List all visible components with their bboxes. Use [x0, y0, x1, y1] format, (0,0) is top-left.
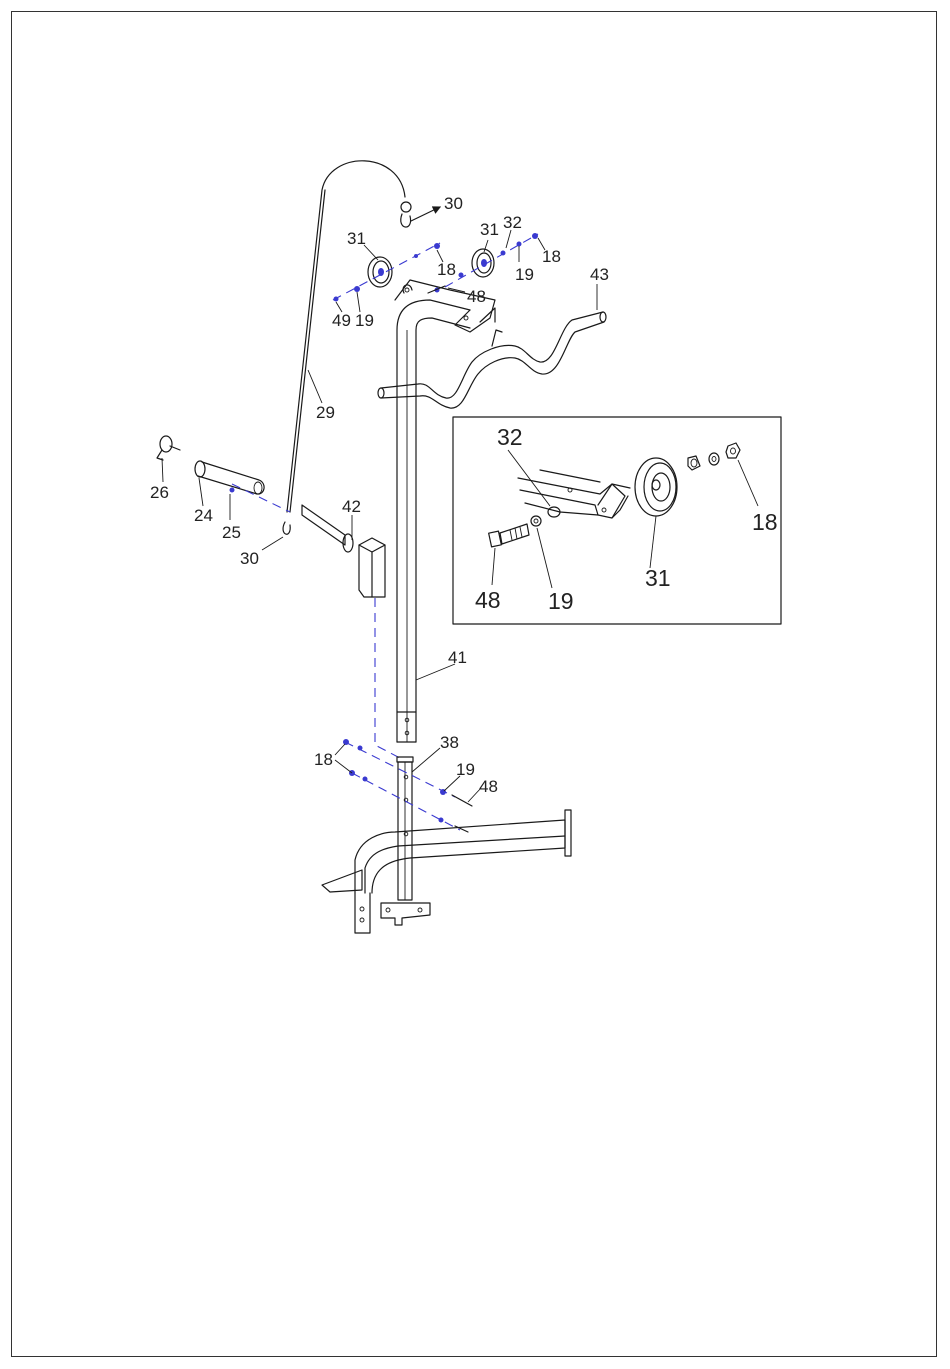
spring-pin-part-26 [157, 436, 180, 460]
detail-bolt-48 [489, 524, 529, 547]
detail-label-18: 18 [752, 509, 778, 535]
snap-hook-top-part-30 [401, 202, 440, 227]
shaft-bracket-part-42 [302, 505, 385, 597]
label-30-low: 30 [240, 549, 259, 568]
label-19-b: 19 [515, 265, 534, 284]
detail-pulley-31 [635, 458, 677, 516]
detail-bushing [688, 456, 700, 470]
part-labels: 30 31 31 32 18 18 19 48 49 19 43 29 26 2… [150, 194, 609, 796]
foam-roller-part-24 [195, 461, 264, 494]
label-19-low: 19 [456, 760, 475, 779]
label-38: 38 [440, 733, 459, 752]
detail-washer-19 [531, 516, 541, 526]
label-43: 43 [590, 265, 609, 284]
pulley-left-part-31 [368, 257, 392, 287]
base-frame-part-38 [322, 757, 571, 933]
label-31-right: 31 [480, 220, 499, 239]
cable-part-29 [287, 161, 405, 512]
snap-hook-low-part-30 [283, 522, 290, 534]
label-18-b: 18 [542, 247, 561, 266]
sleeve-alignment-line [375, 598, 400, 758]
detail-inset: 32 18 31 48 19 [453, 417, 781, 624]
pulley-right-part-31 [472, 249, 494, 277]
label-31-left: 31 [347, 229, 366, 248]
detail-washer [709, 453, 719, 465]
upright-frame-part-41 [395, 280, 495, 742]
label-49: 49 [332, 311, 351, 330]
label-30-top: 30 [444, 194, 463, 213]
detail-label-19: 19 [548, 588, 574, 614]
detail-label-48: 48 [475, 587, 501, 613]
detail-label-31: 31 [645, 565, 671, 591]
label-48-top: 48 [467, 287, 486, 306]
leader-lines [162, 230, 597, 802]
detail-nut-18 [726, 443, 740, 458]
label-26: 26 [150, 483, 169, 502]
label-48-low: 48 [479, 777, 498, 796]
label-25: 25 [222, 523, 241, 542]
curl-bar-part-43 [378, 312, 606, 408]
label-32-top: 32 [503, 213, 522, 232]
label-24: 24 [194, 506, 213, 525]
base-assembly-axis [343, 739, 472, 832]
label-19-a: 19 [355, 311, 374, 330]
label-42: 42 [342, 497, 361, 516]
label-29: 29 [316, 403, 335, 422]
label-18-low: 18 [314, 750, 333, 769]
label-18-a: 18 [437, 260, 456, 279]
label-41: 41 [448, 648, 467, 667]
detail-label-32: 32 [497, 424, 523, 450]
